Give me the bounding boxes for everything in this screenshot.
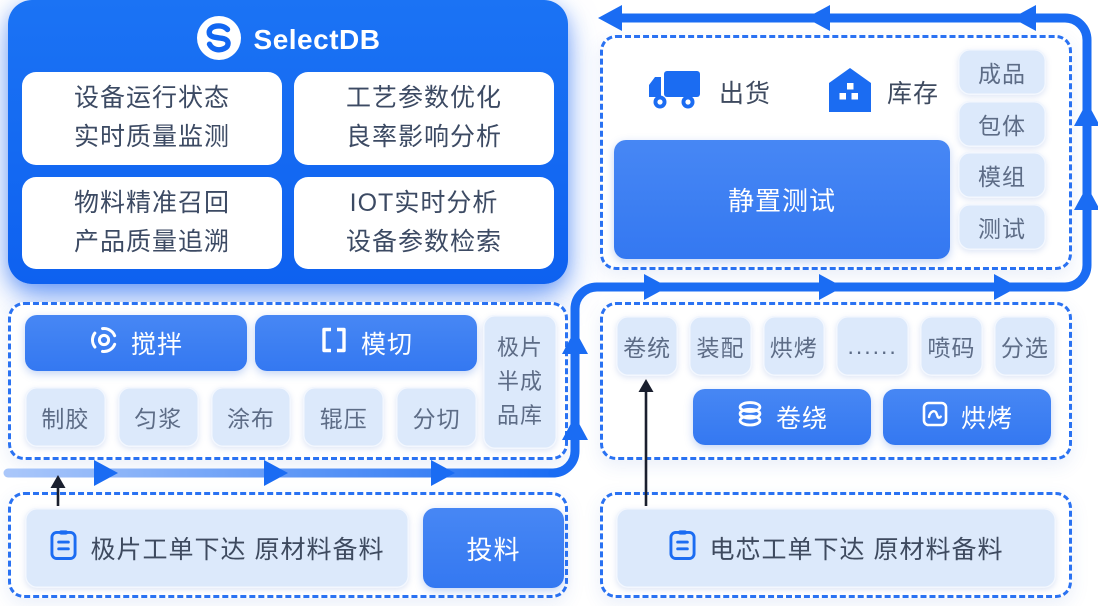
arrowhead-right <box>819 274 843 300</box>
arrowhead-left <box>806 5 830 31</box>
coil-icon <box>736 400 764 435</box>
electrode-semi-store-box: 极片 半成 品库 <box>483 315 557 449</box>
stir-button[interactable]: 搅拌 <box>25 315 247 371</box>
die-cut-button[interactable]: 模切 <box>255 315 477 371</box>
capability-cards: 设备运行状态 实时质量监测 工艺参数优化 良率影响分析 物料精准召回 产品质量追… <box>22 72 554 269</box>
capability-card-2: 工艺参数优化 良率影响分析 <box>294 72 554 165</box>
selectdb-logo-text: SelectDB <box>253 24 381 55</box>
selectdb-logo-icon <box>196 15 242 66</box>
shipping-inventory-row: 出货 库存 <box>647 66 940 119</box>
electrode-order-box: 极片工单下达 原材料备料 <box>25 508 409 588</box>
step-glue-making: 制胶 <box>25 387 106 447</box>
step-sorting: 分选 <box>993 316 1056 376</box>
cell-order-text: 电芯工单下达 原材料备料 <box>709 536 1004 564</box>
selectdb-panel: SelectDB 设备运行状态 实时质量监测 工艺参数优化 良率影响分析 物料精… <box>8 0 568 284</box>
arrowhead-right <box>431 460 455 486</box>
winding-button[interactable]: 卷绕 <box>693 389 871 445</box>
step-winding-core: 卷统 <box>616 316 679 376</box>
inventory-label: 库存 <box>887 80 940 108</box>
stage-pack: 包体 <box>958 100 1046 147</box>
step-slitting: 分切 <box>396 387 477 447</box>
baking-button[interactable]: 烘烤 <box>883 389 1051 445</box>
cell-steps-row: 卷统 装配 烘烤 ...... 喷码 分选 <box>616 316 1056 376</box>
electrode-steps-row: 制胶 匀浆 涂布 辊压 分切 <box>25 387 477 447</box>
capability-card-3: 物料精准召回 产品质量追溯 <box>22 176 282 269</box>
product-stage-column: 成品 包体 模组 测试 <box>958 49 1046 250</box>
capability-card-1: 设备运行状态 实时质量监测 <box>22 72 282 165</box>
electrode-process-panel: 搅拌 模切 极片 半成 品库 制胶 匀浆 涂布 辊压 分切 <box>8 302 568 460</box>
oven-icon <box>921 400 949 435</box>
arrowhead-right <box>94 460 118 486</box>
arrowhead-up <box>1074 102 1098 126</box>
electrode-order-text: 极片工单下达 原材料备料 <box>90 536 385 564</box>
mixer-icon <box>89 325 119 362</box>
resting-test-button[interactable]: 静置测试 <box>614 140 950 259</box>
selectdb-logo-row: SelectDB <box>8 0 568 65</box>
die-cut-icon <box>319 326 349 361</box>
stage-test: 测试 <box>958 203 1046 250</box>
document-icon <box>668 529 696 568</box>
cell-order-panel: 电芯工单下达 原材料备料 <box>600 492 1072 598</box>
arrowhead-right <box>264 460 288 486</box>
capability-card-4: IOT实时分析 设备参数检索 <box>294 176 554 269</box>
truck-icon <box>647 67 705 118</box>
stage-finished-product: 成品 <box>958 49 1046 95</box>
feed-material-button[interactable]: 投料 <box>423 508 564 588</box>
arrowhead-left <box>598 5 622 31</box>
arrowhead-left <box>1012 5 1036 31</box>
arrowhead-up-black <box>50 475 66 488</box>
step-coating: 涂布 <box>210 387 292 447</box>
document-icon <box>49 529 77 568</box>
step-baking: 烘烤 <box>762 316 825 376</box>
step-assembly: 装配 <box>689 316 752 376</box>
arrowhead-up <box>1074 186 1098 210</box>
arrowhead-right <box>644 274 668 300</box>
shipping-label: 出货 <box>719 80 772 108</box>
step-code-spraying: 喷码 <box>920 316 983 376</box>
step-slurry-mixing: 匀浆 <box>117 387 199 447</box>
warehouse-panel: 出货 库存 静置测试 成品 包体 模组 测试 <box>600 35 1072 270</box>
step-ellipsis: ...... <box>835 316 910 376</box>
warehouse-icon <box>827 66 873 119</box>
cell-process-panel: 卷统 装配 烘烤 ...... 喷码 分选 卷绕 <box>600 302 1072 460</box>
step-roll-pressing: 辊压 <box>303 387 385 447</box>
cell-order-box: 电芯工单下达 原材料备料 <box>616 508 1056 588</box>
arrowhead-right <box>994 274 1018 300</box>
electrode-order-panel: 极片工单下达 原材料备料 投料 <box>8 492 568 598</box>
stage-module: 模组 <box>958 152 1046 199</box>
